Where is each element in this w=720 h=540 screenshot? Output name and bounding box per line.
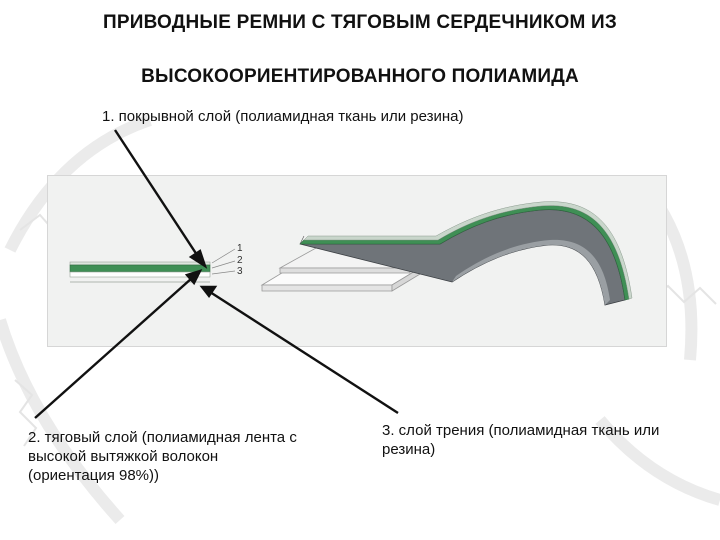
label-friction-layer: 3. слой трения (полиамидная ткань или ре…	[382, 422, 660, 458]
pointer-arrows	[34, 129, 399, 419]
cross-section-core-layer	[69, 264, 211, 273]
arrow-to-cover-layer	[113, 129, 201, 259]
arrow-to-traction-layer	[34, 277, 193, 419]
belt-3d-illustration	[260, 201, 633, 306]
label-traction-layer: 2. тяговый слой (полиамидная лента с выс…	[28, 429, 297, 484]
layer-number-3: 3	[237, 266, 243, 277]
arrow-to-friction-layer	[209, 290, 399, 415]
cross-section-friction-layer	[69, 271, 211, 278]
label-cover-layer: 1. покрывной слой (полиамидная ткань или…	[102, 108, 464, 125]
title-line-1: ПРИВОДНЫЕ РЕМНИ С ТЯГОВЫМ СЕРДЕЧНИКОМ ИЗ	[103, 12, 617, 33]
layer-number-1: 1	[237, 243, 243, 254]
layer-number-2: 2	[237, 255, 243, 266]
cross-section-cover-layer	[69, 261, 211, 266]
title-line-2: ВЫСОКООРИЕНТИРОВАННОГО ПОЛИАМИДА	[141, 66, 579, 87]
